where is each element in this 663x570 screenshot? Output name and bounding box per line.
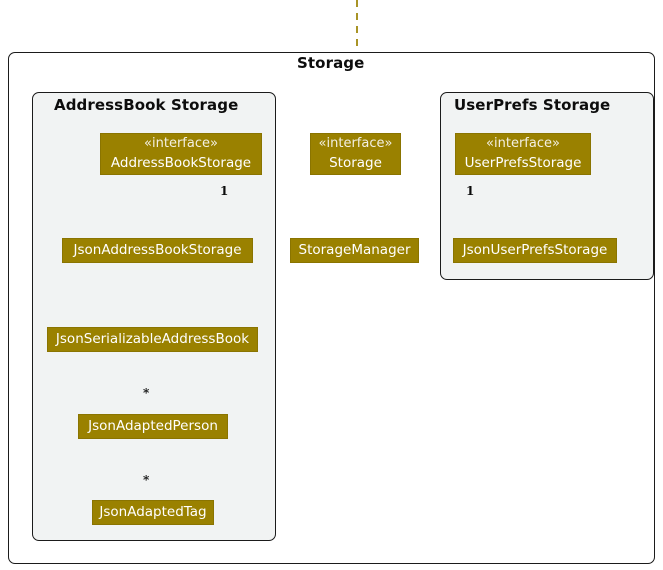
multiplicity-label-addressbookstorage: 1 — [220, 184, 229, 198]
class-name-label: JsonSerializableAddressBook — [55, 330, 250, 347]
class-name-label: UserPrefsStorage — [464, 154, 582, 171]
class-name-label: AddressBookStorage — [110, 154, 252, 171]
class-name-label: JsonAdaptedTag — [99, 503, 207, 520]
package-addressbook-storage-title: AddressBook Storage — [54, 96, 239, 114]
class-name-label: JsonAddressBookStorage — [73, 241, 242, 258]
multiplicity-label-userprefsstorage: 1 — [466, 184, 475, 198]
stereotype-label: «interface» — [486, 136, 560, 152]
class-node-json-adapted-tag[interactable]: JsonAdaptedTag — [92, 500, 214, 525]
class-node-json-address-book-storage[interactable]: JsonAddressBookStorage — [62, 238, 253, 263]
class-node-user-prefs-storage[interactable]: «interface» UserPrefsStorage — [455, 133, 591, 175]
class-node-storage[interactable]: «interface» Storage — [310, 133, 401, 175]
class-name-label: JsonAdaptedPerson — [88, 417, 218, 434]
class-name-label: StorageManager — [298, 241, 411, 258]
class-node-json-adapted-person[interactable]: JsonAdaptedPerson — [78, 414, 228, 439]
class-node-json-user-prefs-storage[interactable]: JsonUserPrefsStorage — [453, 238, 617, 263]
class-node-json-serializable-address-book[interactable]: JsonSerializableAddressBook — [47, 327, 258, 352]
multiplicity-label-json-adapted-tag: * — [143, 473, 150, 487]
class-node-storage-manager[interactable]: StorageManager — [290, 238, 419, 263]
stereotype-label: «interface» — [144, 136, 218, 152]
class-name-label: JsonUserPrefsStorage — [462, 241, 608, 258]
package-storage-title: Storage — [297, 54, 365, 72]
package-userprefs-storage-title: UserPrefs Storage — [454, 96, 611, 114]
stereotype-label: «interface» — [318, 136, 393, 152]
class-name-label: Storage — [329, 154, 382, 171]
class-node-address-book-storage[interactable]: «interface» AddressBookStorage — [100, 133, 262, 175]
multiplicity-label-json-adapted-person: * — [143, 386, 150, 400]
